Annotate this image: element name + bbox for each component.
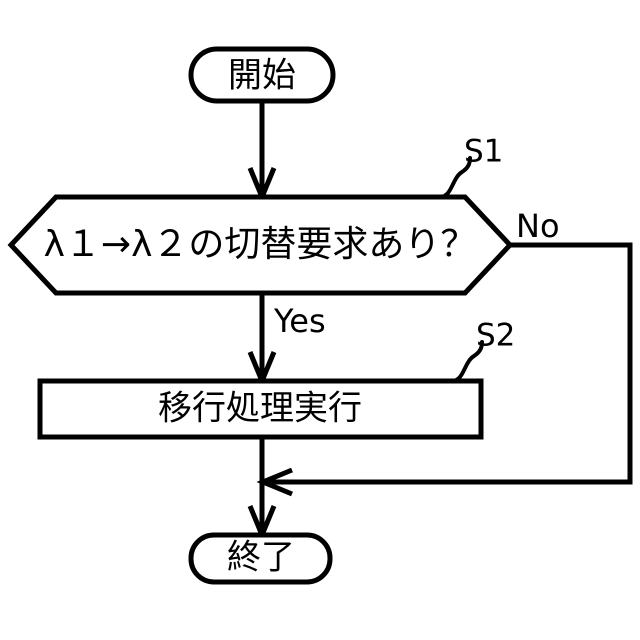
branch-label-no: No (516, 207, 560, 245)
node-start[interactable]: 開始 (188, 46, 336, 104)
process-node-label: 移行処理実行 (158, 389, 362, 429)
connector-start-to-decision (247, 101, 277, 204)
s1-reference-label: S1 (464, 134, 503, 170)
start-node-label: 開始 (228, 56, 296, 96)
branch-label-yes: Yes (273, 302, 326, 340)
decision-node-shape (7, 194, 514, 296)
arrowhead-left-icon (256, 467, 293, 497)
reference-callout-s2: S2 (450, 318, 515, 383)
node-end[interactable]: 終了 (188, 532, 333, 585)
node-process[interactable]: 移行処理実行 (37, 378, 484, 440)
s1-leader-line (438, 156, 472, 199)
decision-node-label: λ１→λ２の切替要求あり？ (44, 224, 477, 265)
connector-decision-yes-to-process (247, 293, 277, 388)
end-node-label: 終了 (227, 538, 295, 578)
start-node-shape (188, 46, 336, 104)
node-decision[interactable]: λ１→λ２の切替要求あり？ (7, 194, 514, 296)
connector-decision-no-bypass (256, 242, 633, 497)
reference-callout-s1: S1 (438, 134, 503, 199)
process-node-shape (37, 378, 484, 440)
connector-line (264, 242, 633, 485)
end-node-shape (188, 532, 333, 585)
s2-leader-line (450, 340, 484, 383)
s2-reference-label: S2 (476, 318, 515, 354)
